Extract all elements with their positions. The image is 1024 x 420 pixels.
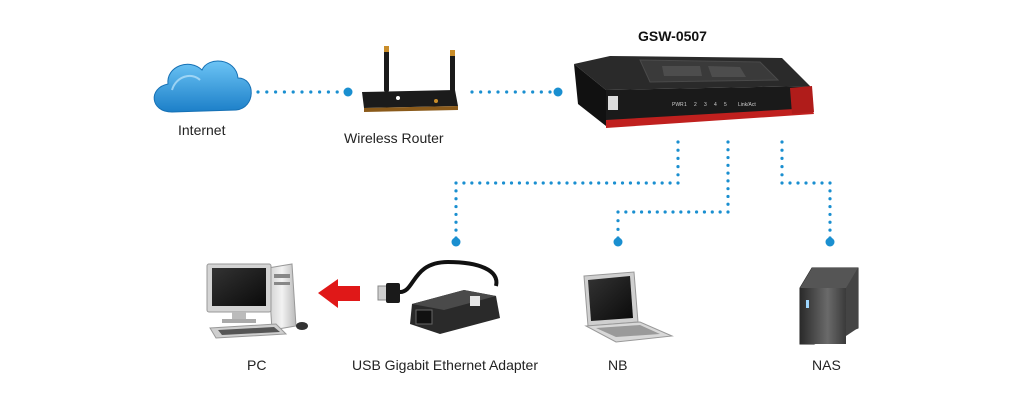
connector-switch-adapter	[451, 140, 680, 247]
switch-port-label: 5	[724, 102, 727, 108]
nas-icon	[799, 267, 859, 345]
connector-router-switch	[470, 87, 563, 97]
label-nb: NB	[608, 357, 628, 373]
desktop-pc-icon	[206, 263, 308, 339]
connector-endpoint	[343, 87, 353, 97]
label-usb-adapter: USB Gigabit Ethernet Adapter	[352, 357, 538, 373]
wireless-router-icon	[362, 46, 458, 112]
switch-model-title: GSW-0507	[638, 28, 707, 44]
connector-switch-nb	[613, 140, 730, 247]
label-pc: PC	[247, 357, 267, 373]
laptop-icon	[583, 271, 674, 343]
connector-switch-nas	[780, 140, 835, 247]
switch-port-label: 3	[704, 102, 707, 108]
connector-endpoint	[451, 237, 461, 247]
red-arrow-icon	[318, 279, 360, 308]
connector-endpoint	[825, 237, 835, 247]
switch-port-label: PWR	[672, 102, 684, 108]
connector-lines	[256, 87, 835, 247]
switch-port-label: 2	[694, 102, 697, 108]
switch-port-label: 1	[684, 102, 687, 108]
label-internet: Internet	[178, 122, 226, 138]
label-wireless-router: Wireless Router	[344, 130, 444, 146]
cloud-icon	[153, 60, 252, 113]
usb-ethernet-adapter-icon	[377, 259, 500, 334]
switch-port-label: 4	[714, 102, 717, 108]
label-nas: NAS	[812, 357, 841, 373]
connector-internet-router	[256, 87, 353, 97]
connector-endpoint	[553, 87, 563, 97]
connector-endpoint	[613, 237, 623, 247]
switch-port-label: Link/Act	[738, 102, 756, 108]
